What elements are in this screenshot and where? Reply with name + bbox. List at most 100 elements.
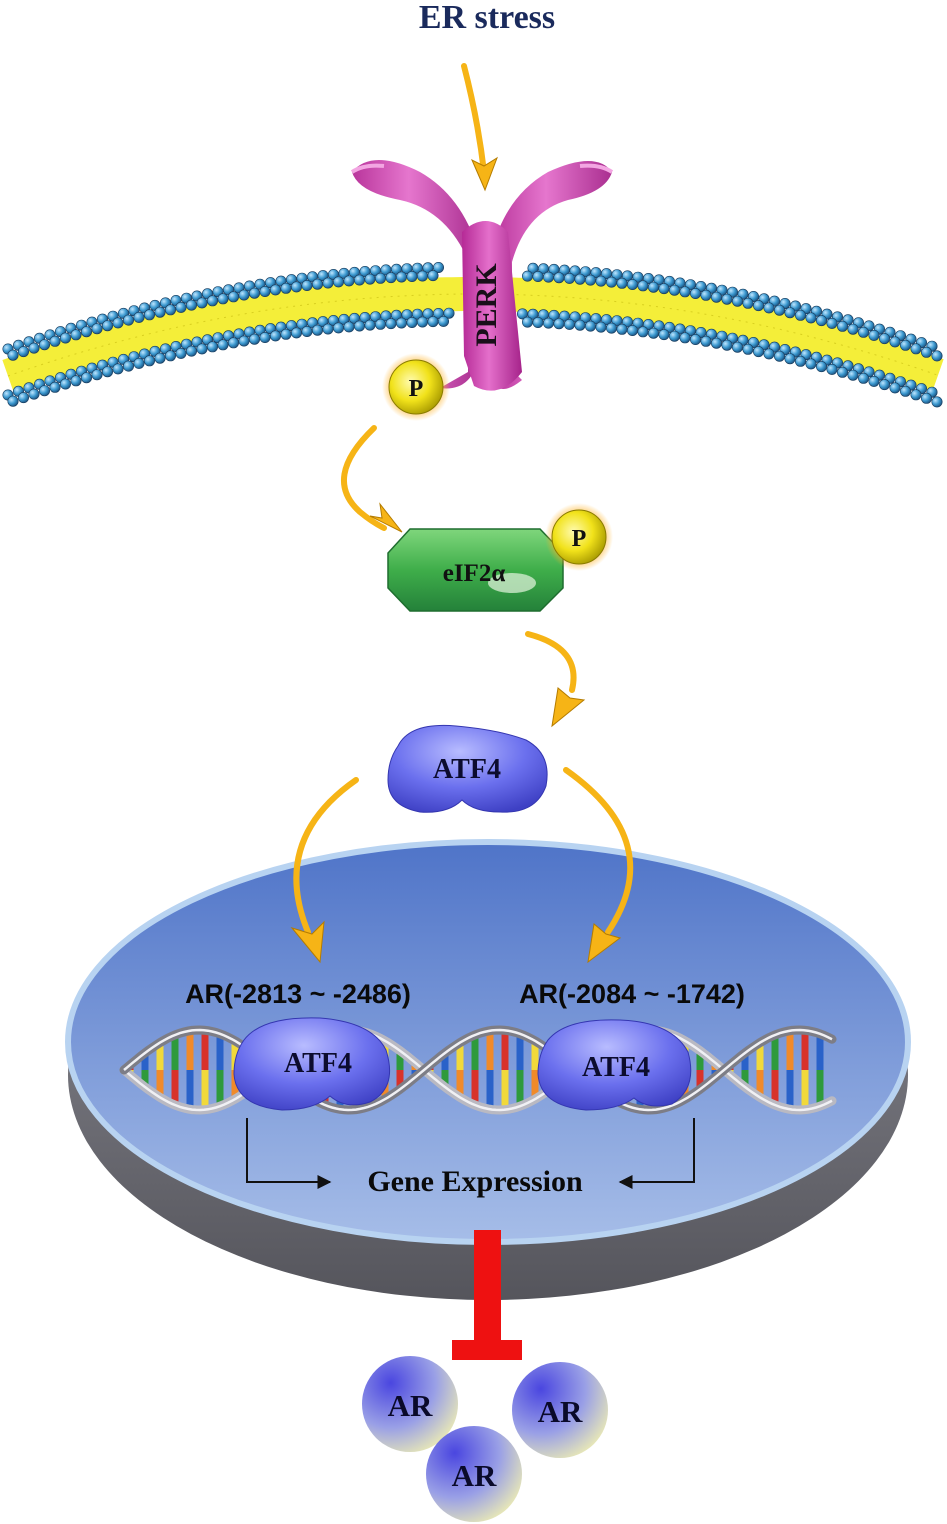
lipid-head [532,270,544,282]
lipid-head [406,316,418,328]
lipid-head [616,277,628,289]
lipid-head [815,361,827,373]
lipid-head [626,324,638,336]
lipid-head [196,297,208,309]
lipid-head [81,326,93,338]
lipid-head [658,329,670,341]
lipid-head [605,322,617,334]
lipid-head [238,289,250,301]
lipid-head [154,306,166,318]
lipid-head [574,273,586,285]
lipid-head [847,369,859,381]
lipid-head [584,320,596,332]
lipid-head [679,332,691,344]
lipid-head [721,293,733,305]
lipid-head [269,330,281,342]
lipid-head [207,295,219,307]
lipid-head [395,271,407,283]
lipid-head [658,283,670,295]
lipid-head [81,372,93,384]
lipid-head [443,307,455,319]
lipid-head [217,293,229,305]
lipid-head [931,396,943,408]
lipid-head [574,319,586,331]
lipid-head [112,317,124,329]
lipid-head [920,346,932,358]
lipid-head [7,349,19,361]
eif2a-to-atf4-arrow [525,631,586,728]
lipid-head [28,342,40,354]
lipid-head [553,272,565,284]
phospho-label: P [409,376,424,402]
lipid-head [123,314,135,326]
lipid-head [878,333,890,345]
atf4-label: ATF4 [582,1052,650,1083]
ar-label: AR [388,1388,433,1423]
eif2a-phospho-badge: P [545,503,613,571]
lipid-head [175,347,187,359]
lipid-head [826,317,838,329]
lipid-head [437,315,449,327]
lipid-head [59,378,71,390]
lipid-head [290,327,302,339]
lipid-head [70,375,82,387]
atf4-to-right-region-arrow [563,767,634,964]
lipid-head [207,341,219,353]
lipid-head [353,320,365,332]
lipid-head [322,277,334,289]
lipid-head [123,360,135,372]
region-right-label: AR(-2084 ~ -1742) [519,979,745,1009]
lipid-head [563,272,575,284]
lipid-head [647,281,659,293]
atf4-bound-left: ATF4 [233,1017,391,1111]
lipid-head [605,276,617,288]
lipid-head [700,335,712,347]
lipid-head [175,301,187,313]
lipid-head [805,358,817,370]
lipid-head [154,352,166,364]
lipid-head [238,335,250,347]
lipid-head [742,343,754,355]
lipid-head [700,289,712,301]
lipid-head [217,339,229,351]
lipid-head [301,279,313,291]
lipid-head [385,272,397,284]
lipid-head [343,275,355,287]
atf4-to-left-region-arrow [290,777,359,964]
lipid-head [165,304,177,316]
lipid-head [815,315,827,327]
lipid-head [752,300,764,312]
lipid-head [910,343,922,355]
lipid-head [144,355,156,367]
lipid-head [17,392,29,404]
lipid-head [836,366,848,378]
lipid-head [91,323,103,335]
lipid-head [889,336,901,348]
lipid-head [742,297,754,309]
lipid-head [269,284,281,296]
lipid-head [374,272,386,284]
lipid-head [868,375,880,387]
lipid-head [910,389,922,401]
lipid-head [364,273,376,285]
lipid-head [584,274,596,286]
lipid-head [427,316,439,328]
inhibition-bar [452,1230,522,1360]
perk-phospho-badge: P [382,353,450,421]
atf4-bound-right: ATF4 [537,1019,692,1111]
lipid-head [721,339,733,351]
lipid-head [847,323,859,335]
lipid-head [374,318,386,330]
lipid-head [332,276,344,288]
lipid-head [311,278,323,290]
lipid-head [689,333,701,345]
lipid-head [637,280,649,292]
lipid-head [311,324,323,336]
lipid-head [794,309,806,321]
lipid-head [427,270,439,282]
lipid-head [249,287,261,299]
eif2a-label: eIF2α [443,560,506,587]
lipid-head [920,392,932,404]
